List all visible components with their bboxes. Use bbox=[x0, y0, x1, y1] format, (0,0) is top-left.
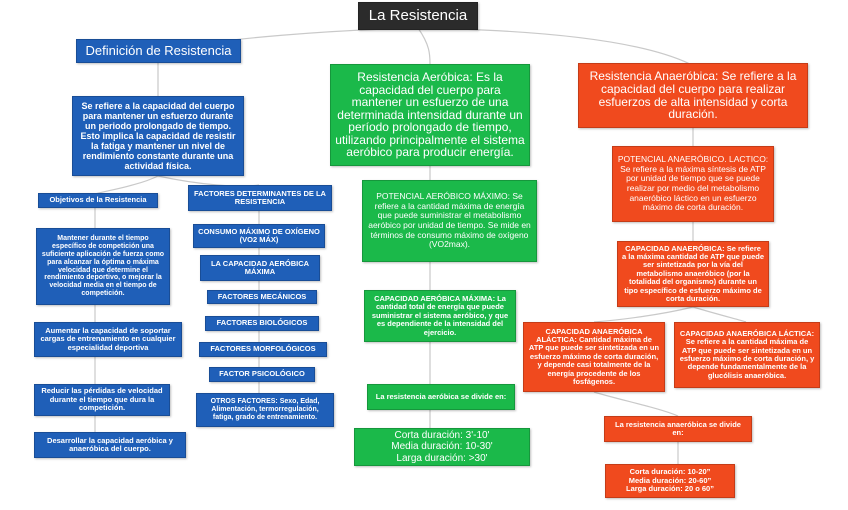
objetivo-2: Aumentar la capacidad de soportar cargas… bbox=[34, 322, 182, 357]
aerobica-duraciones: Corta duración: 3'-10' Media duración: 1… bbox=[354, 428, 530, 466]
aerobica-duracion-larga: Larga duración: >30' bbox=[396, 452, 488, 464]
potencial-anaerobico: POTENCIAL ANAERÓBICO. LACTICO: Se refier… bbox=[612, 146, 774, 222]
diagram-title: La Resistencia bbox=[358, 2, 478, 30]
factor-5: FACTORES MORFOLÓGICOS bbox=[199, 342, 327, 357]
anaerobica-duracion-media: Media duración: 20-60” bbox=[628, 475, 712, 485]
objetivo-1: Mantener durante el tiempo específico de… bbox=[36, 228, 170, 305]
anaerobica-duraciones: Corta duración: 10-20” Media duración: 2… bbox=[605, 464, 735, 498]
otros-factores: OTROS FACTORES: Sexo, Edad, Alimentación… bbox=[196, 393, 334, 427]
potencial-aerobico: POTENCIAL AERÓBICO MÁXIMO: Se refiere a … bbox=[362, 180, 537, 262]
capacidad-lactica: CAPACIDAD ANAERÓBICA LÁCTICA: Se refiere… bbox=[674, 322, 820, 388]
capacidad-anaerobica: CAPACIDAD ANAERÓBICA: Se refiere a la má… bbox=[617, 241, 769, 307]
factor-1: CONSUMO MÁXIMO DE OXÍGENO (VO2 MÁX) bbox=[193, 224, 325, 248]
capacidad-aerobica: CAPACIDAD AERÓBICA MÁXIMA: La cantidad t… bbox=[364, 290, 516, 342]
anaerobica-duracion-larga: Larga duración: 20 o 60” bbox=[626, 484, 714, 494]
objetivos-title: Objetivos de la Resistencia bbox=[38, 193, 158, 208]
anaerobica-divide: La resistencia anaeróbica se divide en: bbox=[604, 416, 752, 442]
anaerobica-header: Resistencia Anaeróbica: Se refiere a la … bbox=[578, 63, 808, 128]
objetivo-4: Desarrollar la capacidad aeróbica y anae… bbox=[34, 432, 186, 458]
capacidad-alactica: CAPACIDAD ANAERÓBICA ALÁCTICA: Cantidad … bbox=[523, 322, 665, 392]
objetivo-3: Reducir las pérdidas de velocidad durant… bbox=[34, 384, 170, 416]
aerobica-header: Resistencia Aeróbica: Es la capacidad de… bbox=[330, 64, 530, 166]
anaerobica-duracion-corta: Corta duración: 10-20” bbox=[629, 467, 711, 477]
factor-6: FACTOR PSICOLÓGICO bbox=[209, 367, 315, 382]
factor-4: FACTORES BIOLÓGICOS bbox=[205, 316, 319, 331]
definicion-header: Definición de Resistencia bbox=[76, 39, 241, 63]
definicion-text: Se refiere a la capacidad del cuerpo par… bbox=[72, 96, 244, 176]
aerobica-duracion-corta: Corta duración: 3'-10' bbox=[394, 430, 490, 442]
factores-title: FACTORES DETERMINANTES DE LA RESISTENCIA bbox=[188, 185, 332, 211]
factor-2: LA CAPACIDAD AERÓBICA MÁXIMA bbox=[200, 255, 320, 281]
factor-3: FACTORES MECÁNICOS bbox=[207, 290, 317, 304]
aerobica-divide: La resistencia aeróbica se divide en: bbox=[367, 384, 515, 410]
aerobica-duracion-media: Media duración: 10-30' bbox=[391, 441, 493, 453]
